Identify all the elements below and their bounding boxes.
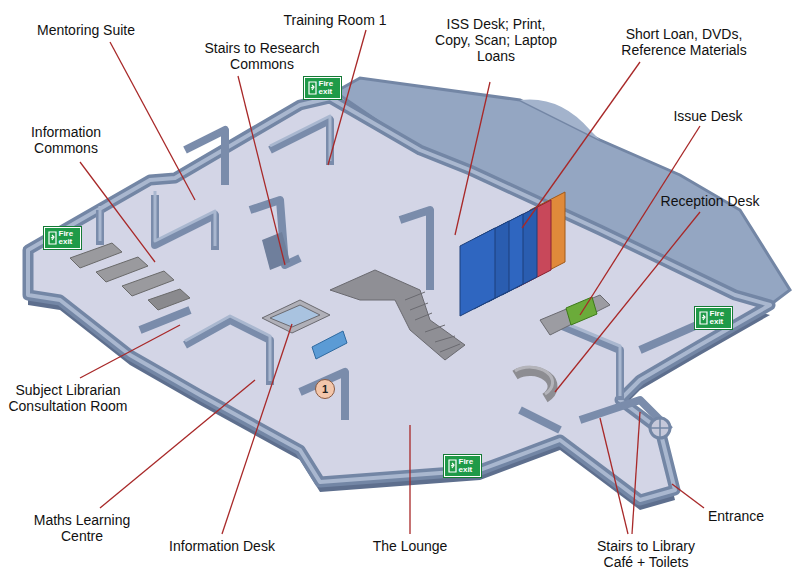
sign-text: Fire exit bbox=[710, 310, 728, 326]
plan-path bbox=[520, 410, 560, 430]
plan-path bbox=[222, 324, 292, 534]
fire-exit-sign: Fire exit bbox=[44, 227, 81, 249]
plan-path bbox=[238, 76, 285, 265]
exit-icon bbox=[48, 231, 57, 245]
plan-path bbox=[140, 310, 190, 330]
entrance-door bbox=[650, 418, 670, 438]
room-label: Issue Desk bbox=[673, 108, 742, 124]
plan-path bbox=[560, 321, 620, 396]
plan-path bbox=[80, 162, 155, 262]
room-label: Training Room 1 bbox=[284, 12, 387, 28]
stairwell bbox=[262, 232, 290, 270]
shelving bbox=[460, 192, 565, 316]
plan-path bbox=[409, 425, 410, 534]
building-base bbox=[28, 78, 790, 510]
room-label: Mentoring Suite bbox=[37, 22, 135, 38]
plan-path bbox=[672, 484, 704, 508]
exit-icon bbox=[699, 311, 708, 325]
benches bbox=[70, 243, 190, 310]
plan-path bbox=[80, 325, 180, 378]
room-label: Short Loan, DVDs, Reference Materials bbox=[613, 26, 755, 58]
plan-path bbox=[522, 62, 640, 228]
plan-polygon bbox=[330, 270, 465, 360]
exit-icon-figure bbox=[700, 312, 707, 324]
plan-polygon bbox=[335, 78, 790, 305]
callout-number: 1 bbox=[315, 379, 335, 399]
fire-exit-sign: Fire exit bbox=[304, 77, 341, 99]
plan-path bbox=[155, 191, 215, 246]
room-label: Entrance bbox=[708, 508, 764, 524]
plan-path bbox=[155, 195, 215, 250]
room-label: ISS Desk; Print, Copy, Scan; Laptop Loan… bbox=[430, 16, 562, 64]
room-label: The Lounge bbox=[373, 538, 448, 554]
exit-icon bbox=[448, 459, 457, 473]
plan-polygon bbox=[540, 295, 610, 335]
plan-path bbox=[400, 210, 430, 290]
fire-exit-sign: Fire exit bbox=[444, 455, 481, 477]
sign-text: Fire exit bbox=[319, 80, 337, 96]
issue-desk-shape bbox=[540, 295, 610, 335]
room-label: Subject Librarian Consultation Room bbox=[6, 382, 130, 414]
interior-walls bbox=[100, 120, 720, 430]
plan-polygon bbox=[312, 331, 347, 359]
sign-text: Fire exit bbox=[459, 458, 477, 474]
plan-polygon bbox=[262, 232, 290, 270]
plan-polygon bbox=[28, 98, 770, 500]
plan-polygon bbox=[96, 257, 148, 282]
plan-path bbox=[520, 99, 600, 140]
plan-circle bbox=[650, 418, 670, 438]
information-desk-shape bbox=[262, 300, 347, 359]
exit-icon-figure bbox=[309, 82, 316, 94]
plan-polygon bbox=[460, 228, 495, 316]
central-staircase bbox=[330, 270, 465, 360]
plan-path bbox=[270, 116, 330, 161]
plan-polygon bbox=[566, 297, 597, 325]
plan-path bbox=[515, 367, 553, 394]
plan-path bbox=[560, 325, 620, 400]
leader-lines bbox=[80, 30, 704, 534]
exit-icon-figure bbox=[49, 232, 56, 244]
room-label: Reception Desk bbox=[661, 193, 760, 209]
plan-polygon bbox=[122, 271, 174, 296]
plan-path bbox=[110, 42, 195, 200]
plan-path bbox=[99, 206, 102, 241]
plan-path bbox=[455, 82, 490, 235]
plan-path bbox=[185, 316, 270, 381]
room-label: Stairs to Library Café + Toilets bbox=[584, 538, 708, 570]
sign-text: Fire exit bbox=[59, 230, 77, 246]
plan-path bbox=[632, 412, 640, 534]
plan-path bbox=[555, 212, 700, 392]
room-label: Stairs to Research Commons bbox=[198, 40, 326, 72]
plan-polygon bbox=[148, 289, 190, 310]
room-label: Information Commons bbox=[16, 124, 116, 156]
exit-icon bbox=[308, 81, 317, 95]
plan-polygon bbox=[28, 98, 770, 500]
plan-path bbox=[650, 418, 670, 438]
exit-icon-figure bbox=[449, 460, 456, 472]
plan-polygon bbox=[28, 98, 770, 500]
plan-path bbox=[185, 130, 225, 185]
room-label: Information Desk bbox=[169, 538, 275, 554]
plan-path bbox=[405, 292, 460, 352]
plan-polygon bbox=[262, 300, 330, 333]
room-label: Maths Learning Centre bbox=[23, 512, 141, 544]
reception-desk-shape bbox=[515, 367, 553, 398]
callout-text: 1 bbox=[322, 383, 328, 395]
plan-path bbox=[600, 418, 628, 534]
plan-path bbox=[300, 372, 345, 420]
fire-exit-sign: Fire exit bbox=[695, 307, 732, 329]
plan-polygon bbox=[270, 305, 320, 327]
interior-walls-top bbox=[100, 116, 620, 396]
